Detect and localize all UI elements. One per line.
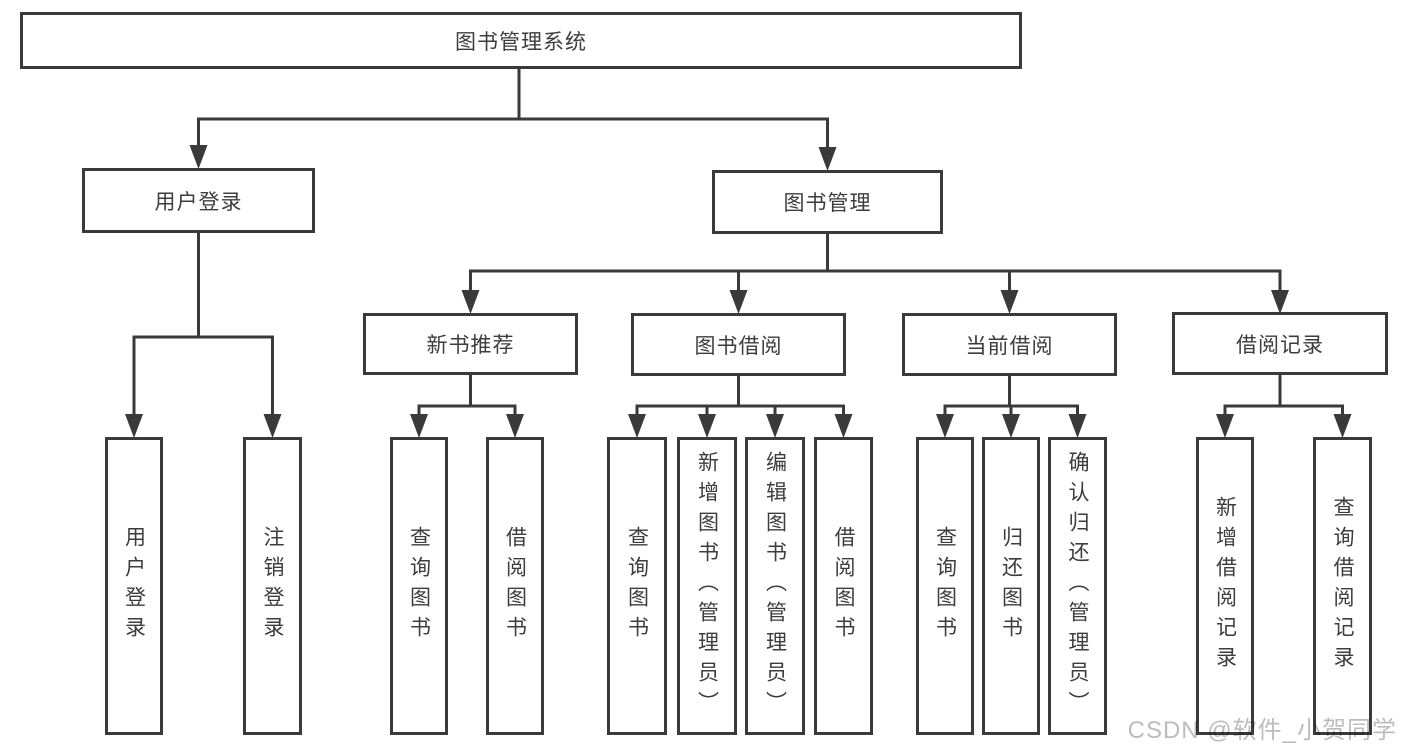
node-borrowing-records: 借阅记录 [1172,312,1388,375]
node-book-management: 图书管理 [712,170,943,234]
node-label: 用户登录 [154,190,243,214]
leaf-logout-login: 注销登录 [243,437,302,735]
leaf-current-query-books: 查询图书 [916,437,974,735]
node-label: 新增图书（管理员） [695,451,719,721]
leaf-borrow-books: 借阅图书 [814,437,873,735]
node-book-borrowing: 图书借阅 [631,313,846,376]
leaf-user-login: 用户登录 [105,437,163,735]
node-label: 借阅记录 [1236,333,1324,357]
leaf-recommend-borrow-books: 借阅图书 [486,437,544,735]
node-label: 图书借阅 [694,334,783,358]
leaf-add-borrow-record: 新增借阅记录 [1196,437,1254,735]
leaf-return-books: 归还图书 [982,437,1040,735]
node-label: 注销登录 [261,526,284,646]
node-label: 图书管理系统 [455,30,587,54]
node-library-management-system: 图书管理系统 [20,12,1022,69]
leaf-confirm-return-admin: 确认归还（管理员） [1048,437,1107,735]
node-new-book-recommendation: 新书推荐 [363,313,578,375]
node-label: 借阅图书 [503,526,527,646]
node-label: 新书推荐 [426,334,515,357]
node-label: 图书管理 [783,192,872,215]
node-label: 查询图书 [933,526,957,646]
node-label: 归还图书 [999,526,1023,646]
node-label: 当前借阅 [965,334,1054,358]
csdn-watermark: CSDN @软件_小贺同学 [1127,717,1397,744]
leaf-recommend-query-books: 查询图书 [390,437,448,735]
leaf-borrowing-query-books: 查询图书 [607,437,667,735]
node-current-borrowing: 当前借阅 [902,313,1117,376]
node-user-login: 用户登录 [82,168,315,233]
node-label: 用户登录 [122,526,146,646]
node-label: 查询图书 [625,526,649,646]
leaf-query-borrow-record: 查询借阅记录 [1313,437,1372,735]
arrowheads [125,145,1352,438]
node-label: 借阅图书 [832,526,855,646]
node-label: 查询借阅记录 [1331,496,1354,676]
leaf-edit-books-admin: 编辑图书（管理员） [745,437,805,735]
node-label: 确认归还（管理员） [1066,451,1089,721]
leaf-add-books-admin: 新增图书（管理员） [677,437,737,735]
node-label: 编辑图书（管理员） [763,451,787,721]
node-label: 新增借阅记录 [1213,496,1237,676]
node-label: 查询图书 [407,526,431,646]
